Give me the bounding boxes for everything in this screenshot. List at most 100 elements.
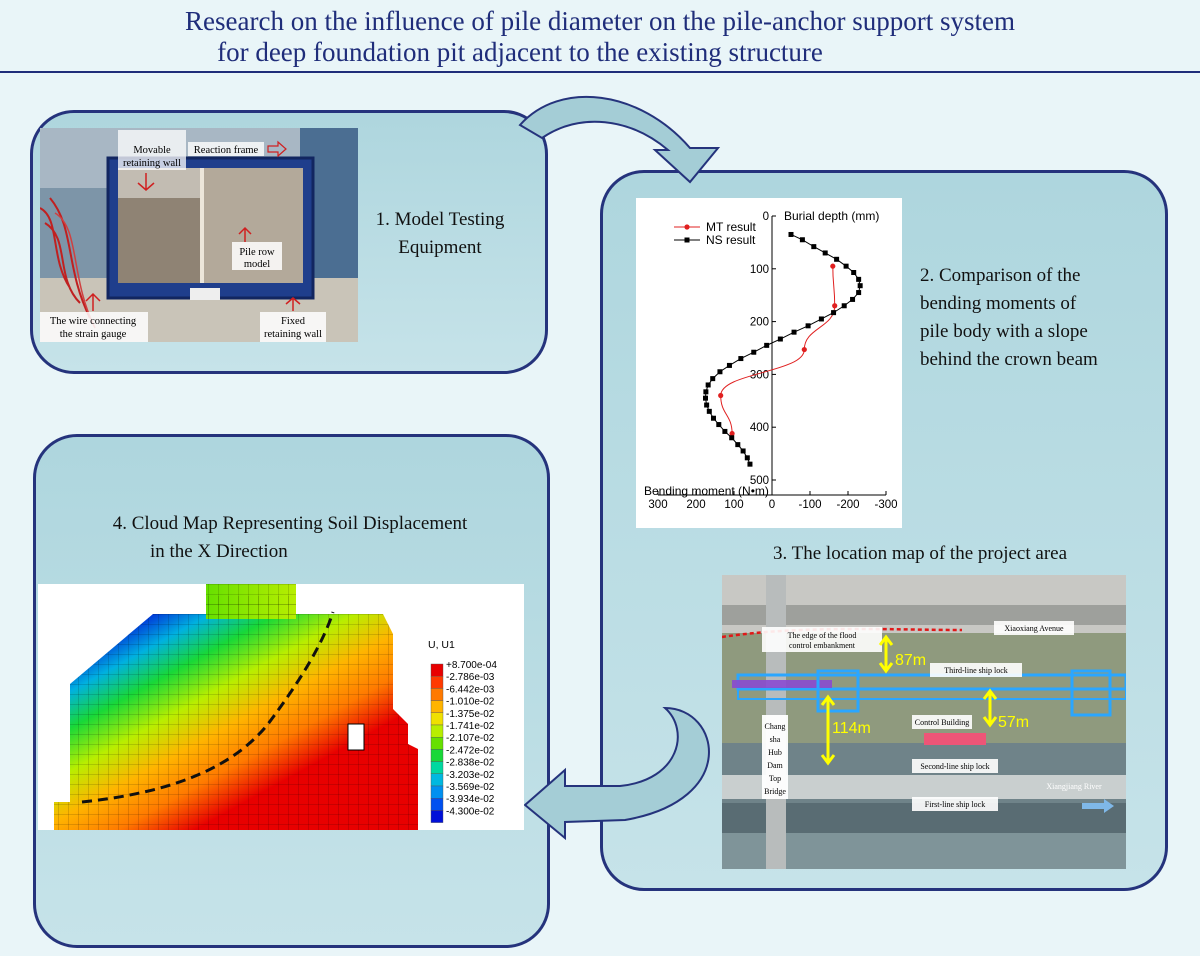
data-point-ns xyxy=(851,269,857,275)
page-title-line2: for deep foundation pit adjacent to the … xyxy=(217,37,823,67)
data-point-ns xyxy=(740,448,746,454)
label-movable-2: retaining wall xyxy=(123,158,181,169)
data-point-ns xyxy=(747,461,753,467)
y-tick-label: 0 xyxy=(763,211,769,223)
model-testing-photo: Movable retaining wall Reaction frame Pi… xyxy=(40,128,358,342)
legend-value: -2.472e-02 xyxy=(446,745,495,756)
legend-value: -3.569e-02 xyxy=(446,782,495,793)
data-point-ns xyxy=(710,376,716,382)
legend-swatch xyxy=(430,785,444,799)
legend-value: -2.838e-02 xyxy=(446,758,495,769)
label-wire-1: The wire connecting xyxy=(50,316,137,327)
data-point-ns xyxy=(726,362,732,368)
data-point-mt xyxy=(830,263,836,269)
data-point-ns xyxy=(791,329,797,335)
data-point-ns xyxy=(751,349,757,355)
data-point-ns xyxy=(703,395,708,401)
label-pile-row-1: Pile row xyxy=(239,247,275,258)
legend-swatch xyxy=(430,663,444,677)
series-line-ns xyxy=(704,234,861,465)
legend-value: -3.203e-02 xyxy=(446,770,495,781)
map-label-d57: 57m xyxy=(998,714,1029,731)
chart-xlabel: Bending moment (N•m) xyxy=(644,484,769,498)
legend-swatch xyxy=(430,761,444,775)
data-point-ns xyxy=(716,422,722,428)
data-point-ns xyxy=(744,455,750,461)
bridge-label-line: Hub xyxy=(768,748,782,757)
location-map: The edge of the flood control embankment… xyxy=(722,575,1126,869)
arrow-icon xyxy=(267,140,287,158)
legend-title: U, U1 xyxy=(428,639,455,651)
data-point-mt xyxy=(801,346,807,353)
legend-value: -3.934e-02 xyxy=(446,794,495,805)
map-label-d87: 87m xyxy=(895,652,926,669)
cloud-map-figure: U, U1 +8.700e-04-2.786e-03-6.442e-03-1.0… xyxy=(38,584,524,830)
data-point-ns xyxy=(722,428,728,434)
x-tick-label: 0 xyxy=(769,499,775,511)
data-point-mt xyxy=(718,392,724,399)
title-divider xyxy=(0,71,1200,73)
caption-cloud-1: 4. Cloud Map Representing Soil Displacem… xyxy=(112,513,468,534)
legend-swatch xyxy=(430,797,444,811)
flow-arrow-1-to-2 xyxy=(518,95,721,184)
label-movable-1: Movable xyxy=(133,145,171,156)
data-point-ns xyxy=(717,369,723,375)
y-tick-label: 200 xyxy=(750,317,769,329)
caption-bending-2: bending moments of xyxy=(920,293,1077,314)
map-label-river: Xiangjiang River xyxy=(1046,782,1102,791)
chart-ylabel: Burial depth (mm) xyxy=(784,209,879,223)
y-tick-label: 500 xyxy=(750,475,769,487)
legend-swatch xyxy=(430,773,444,787)
legend-ns: NS result xyxy=(706,233,756,247)
map-label-flood-1: The edge of the flood xyxy=(788,631,857,640)
x-tick-label: 100 xyxy=(724,499,743,511)
data-point-ns xyxy=(777,336,783,342)
label-reaction-frame: Reaction frame xyxy=(194,145,259,156)
river-arrow-icon xyxy=(1082,799,1114,813)
bridge-label-line: Dam xyxy=(767,761,783,770)
legend-value: -1.741e-02 xyxy=(446,721,495,732)
data-point-ns xyxy=(706,408,712,414)
data-point-mt xyxy=(729,430,735,437)
map-label-first-lock: First-line ship lock xyxy=(925,800,985,809)
caption-model-testing-1: 1. Model Testing xyxy=(375,209,505,230)
data-point-ns xyxy=(850,296,856,302)
data-point-ns xyxy=(788,231,794,237)
data-point-ns xyxy=(735,442,741,448)
legend-swatch xyxy=(430,700,444,713)
data-point-ns xyxy=(841,303,847,309)
map-label-flood-2: control embankment xyxy=(789,641,856,650)
map-label-d114: 114m xyxy=(832,720,871,737)
page-title-line1: Research on the influence of pile diamet… xyxy=(185,6,1015,36)
caption-bending-1: 2. Comparison of the xyxy=(920,265,1081,286)
label-pile-row-2: model xyxy=(244,259,270,270)
data-point-ns xyxy=(764,342,770,348)
data-point-ns xyxy=(831,310,837,316)
legend-swatch xyxy=(430,688,444,701)
legend-mt: MT result xyxy=(706,220,756,234)
map-label-third-lock: Third-line ship lock xyxy=(944,666,1008,675)
legend-value: -1.010e-02 xyxy=(446,697,495,708)
y-tick-label: 100 xyxy=(750,264,769,276)
series-line-mt xyxy=(720,266,836,434)
label-wire-2: the strain gauge xyxy=(60,329,127,340)
x-tick-label: -200 xyxy=(836,499,859,511)
map-label-avenue: Xiaoxiang Avenue xyxy=(1004,624,1064,633)
legend-swatch xyxy=(430,810,444,823)
data-point-ns xyxy=(857,283,863,289)
map-label-control: Control Building xyxy=(915,718,969,727)
bridge-label-line: sha xyxy=(770,735,781,744)
data-point-ns xyxy=(729,435,735,441)
x-tick-label: 200 xyxy=(686,499,705,511)
data-point-ns xyxy=(738,356,744,362)
flow-arrow-3-to-4 xyxy=(523,706,710,841)
bridge-label-line: Bridge xyxy=(764,787,786,796)
caption-bending-3: pile body with a slope xyxy=(920,321,1088,342)
data-point-ns xyxy=(805,323,811,329)
data-point-mt xyxy=(832,303,838,309)
chart-legend: MT result NS result xyxy=(674,220,756,247)
legend-value: -2.107e-02 xyxy=(446,733,495,744)
